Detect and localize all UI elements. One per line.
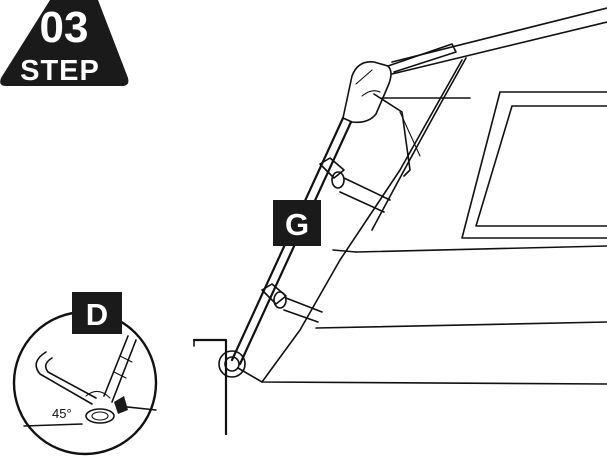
step-number: 03 [40,3,89,52]
pole-frame-g [192,43,471,436]
tent-window [461,91,607,239]
detail-circle-d: 45° D [12,292,158,456]
angle-label: 45° [52,406,72,421]
step-badge: 03 STEP [0,0,129,87]
detail-label-d-text: D [86,297,108,332]
step-word: STEP [20,55,100,87]
part-label-g-text: G [285,207,309,242]
part-label-g: G [273,200,321,246]
step-badge-shape [0,0,129,86]
tent-body [237,7,607,385]
